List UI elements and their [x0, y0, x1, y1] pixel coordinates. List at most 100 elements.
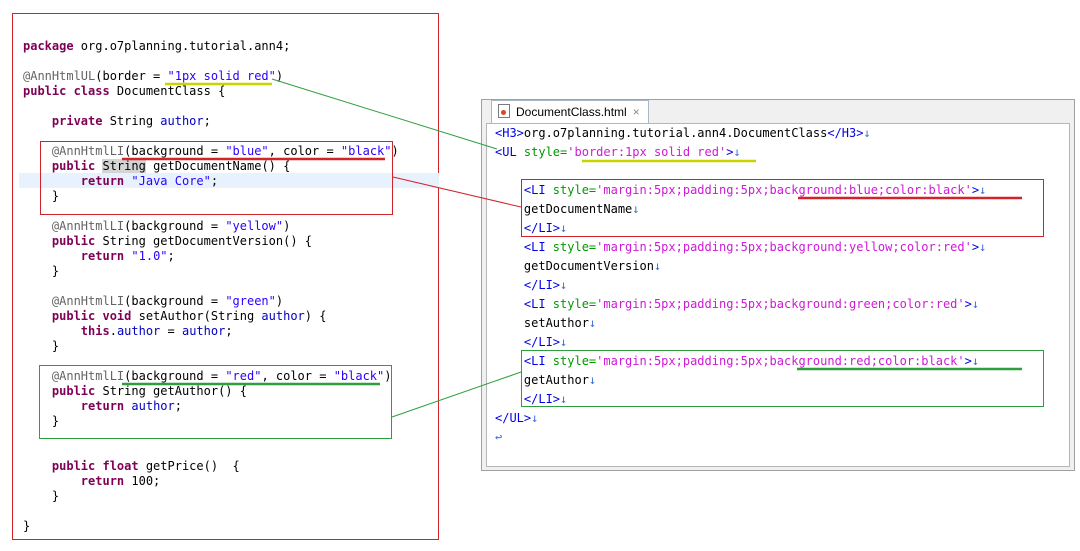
newline-marker-icon: ↓	[588, 316, 597, 330]
code-token: ) {	[304, 309, 327, 323]
html-callout-box-blue	[521, 179, 1044, 237]
code-token: (background =	[124, 294, 226, 308]
java-code-line: return "1.0";	[23, 249, 175, 264]
code-token: "blue"	[225, 144, 269, 158]
code-token: return	[23, 474, 125, 488]
code-token: @AnnHtmlLI	[23, 219, 125, 233]
java-code-line: @AnnHtmlLI(background = "blue", color = …	[23, 144, 399, 159]
code-token: (background =	[124, 219, 226, 233]
code-token: >	[971, 240, 980, 254]
code-token: =	[160, 324, 182, 338]
code-token: return	[23, 249, 125, 263]
code-token: 'margin:5px;padding:5px;background:yello…	[596, 240, 972, 254]
code-token: String	[102, 159, 146, 173]
code-token: </LI>	[495, 278, 561, 292]
java-code-line: public void setAuthor(String author) {	[23, 309, 327, 324]
code-token: )	[283, 219, 291, 233]
code-token: getDocumentName() {	[145, 159, 291, 173]
java-code-line: }	[23, 414, 59, 429]
code-token: @AnnHtmlLI	[23, 294, 125, 308]
code-token: <H3>	[495, 126, 524, 140]
java-code-line: }	[23, 339, 59, 354]
code-token: (background =	[124, 369, 226, 383]
code-token: author	[181, 324, 226, 338]
code-token: ;	[225, 324, 233, 338]
close-icon[interactable]: ×	[632, 105, 640, 119]
code-token: <LI	[495, 240, 553, 254]
code-token: "black"	[333, 369, 385, 383]
html-code-line: </LI>↓	[495, 219, 567, 238]
java-code-line: }	[23, 519, 30, 534]
java-code-line: package org.o7planning.tutorial.ann4;	[23, 39, 290, 54]
code-token: "green"	[225, 294, 276, 308]
code-token: <LI	[495, 183, 553, 197]
java-code-line: public class DocumentClass {	[23, 84, 225, 99]
java-code-line: public String getAuthor() {	[23, 384, 247, 399]
html-code-line: getAuthor↓	[495, 371, 596, 390]
html-code-line: setAuthor↓	[495, 314, 596, 333]
code-token: )	[384, 369, 392, 383]
code-token: getPrice() {	[138, 459, 240, 473]
code-token: }	[23, 339, 60, 353]
code-token: style=	[552, 183, 597, 197]
html-code-line: </UL>↓	[495, 409, 538, 428]
newline-marker-icon: ↓	[653, 259, 662, 273]
code-token: >	[964, 354, 972, 368]
java-code-line: @AnnHtmlLI(background = "yellow")	[23, 219, 290, 234]
java-code-line: @AnnHtmlUL(border = "1px solid red")	[23, 69, 283, 84]
code-token: setAuthor	[495, 316, 589, 330]
code-token: 'margin:5px;padding:5px;background:green…	[596, 297, 965, 311]
code-token: ;	[210, 174, 219, 188]
code-token: author	[131, 399, 175, 413]
html-code-line: </LI>↓	[495, 276, 567, 295]
code-token: >	[964, 297, 972, 311]
newline-marker-icon: ↓	[560, 278, 568, 292]
newline-marker-icon: ↓	[560, 335, 568, 349]
code-token: "red"	[225, 369, 262, 383]
code-token: style=	[552, 240, 597, 254]
code-token: String getDocumentVersion() {	[95, 234, 312, 248]
java-code-line: }	[23, 264, 59, 279]
java-code-line: }	[23, 489, 59, 504]
code-token: </LI>	[495, 335, 561, 349]
code-token: (border =	[95, 69, 168, 83]
code-token: 'border:1px solid red'	[567, 145, 727, 159]
html-code-line: getDocumentVersion↓	[495, 257, 661, 276]
code-token: author	[116, 324, 161, 338]
code-token: "black"	[340, 144, 392, 158]
code-token: getDocumentName	[495, 202, 633, 216]
code-token: org.o7planning.tutorial.ann4;	[73, 39, 291, 53]
code-token: }	[23, 414, 60, 428]
java-code-line: @AnnHtmlLI(background = "green")	[23, 294, 283, 309]
java-code-line: this.author = author;	[23, 324, 233, 339]
html-code-line: getDocumentName↓	[495, 200, 640, 219]
code-token: author	[261, 309, 305, 323]
code-token: getAuthor	[495, 373, 589, 387]
html-code-line: ↩	[495, 428, 502, 447]
html-file-icon	[498, 104, 510, 118]
code-token: ;	[203, 114, 211, 128]
code-token: style=	[552, 297, 597, 311]
code-token: 100;	[124, 474, 161, 488]
code-token: return	[23, 399, 125, 413]
current-line-highlight	[19, 173, 439, 188]
java-callout-box-blue	[40, 141, 393, 215]
code-token: return	[23, 174, 125, 188]
newline-marker-icon: ↓	[632, 202, 640, 216]
code-token: }	[23, 189, 60, 203]
java-code-line: private String author;	[23, 114, 211, 129]
html-code-editor[interactable]: <H3>org.o7planning.tutorial.ann4.Documen…	[486, 123, 1070, 467]
code-token: @AnnHtmlLI	[23, 144, 125, 158]
code-token: @AnnHtmlLI	[23, 369, 125, 383]
html-code-line: </LI>↓	[495, 390, 567, 409]
tab-documentclass-html[interactable]: DocumentClass.html×	[491, 100, 649, 123]
newline-marker-icon: ↓	[560, 221, 568, 235]
code-token: </H3>	[827, 126, 864, 140]
code-token: String	[102, 114, 161, 128]
code-token: )	[391, 144, 399, 158]
code-token: (background =	[124, 144, 226, 158]
connector-ul	[271, 78, 498, 150]
code-token: this	[23, 324, 110, 338]
code-token: public	[23, 159, 96, 173]
